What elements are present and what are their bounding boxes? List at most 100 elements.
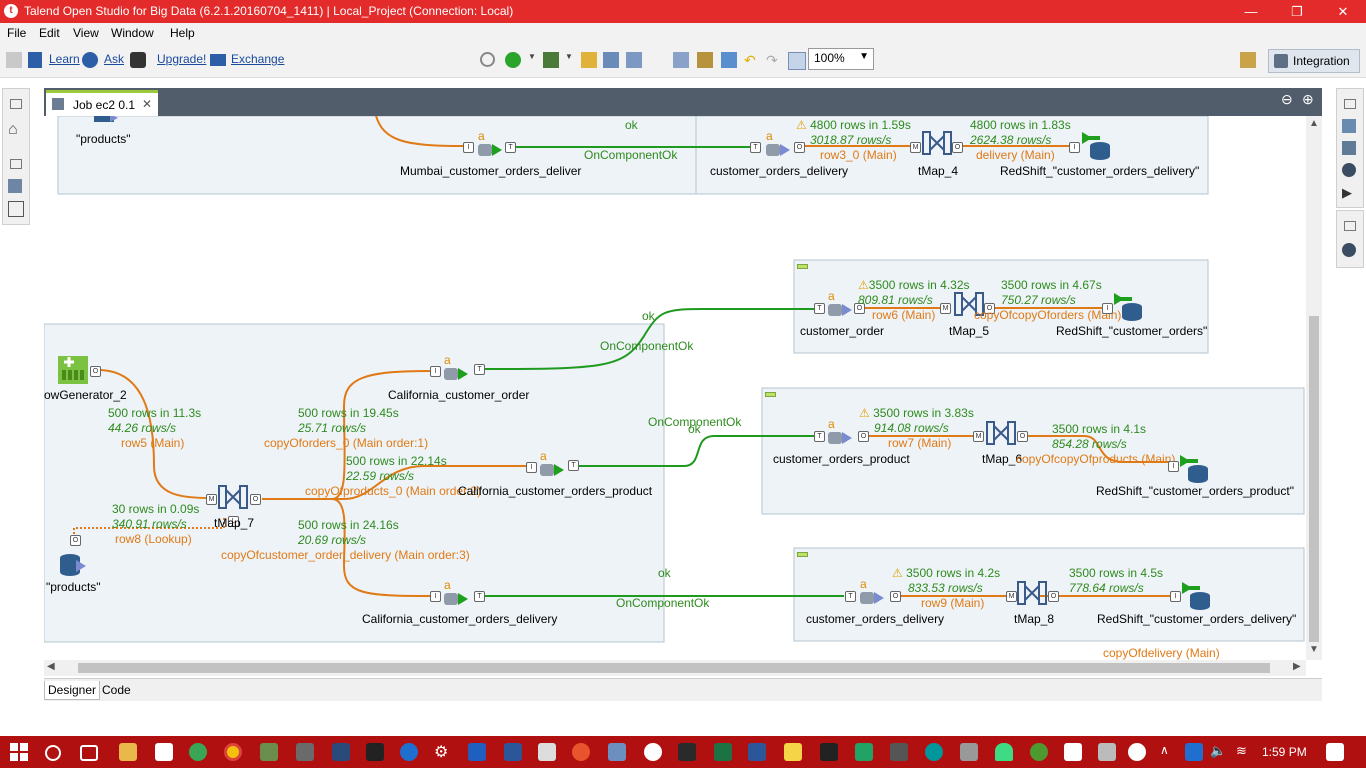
ask-link[interactable]: Ask	[104, 52, 125, 66]
sql-icon[interactable]	[538, 743, 556, 761]
app-icon[interactable]	[504, 743, 522, 761]
restore-icon[interactable]	[10, 159, 22, 169]
start-windows-icon[interactable]	[10, 743, 28, 761]
row-generator-component[interactable]	[58, 356, 88, 384]
app-icon[interactable]	[678, 743, 696, 761]
output-port[interactable]: O	[854, 303, 865, 314]
cart-icon[interactable]	[210, 54, 226, 66]
app-icon[interactable]	[1064, 743, 1082, 761]
undo-icon[interactable]: ↶	[744, 52, 756, 68]
main-port[interactable]: M	[206, 494, 217, 505]
save-icon[interactable]	[6, 52, 22, 68]
app-icon[interactable]	[189, 743, 207, 761]
app-icon[interactable]	[644, 743, 662, 761]
trigger-port[interactable]: T	[568, 460, 579, 471]
scroll-down-icon[interactable]: ▼	[1309, 644, 1319, 655]
delivery-input-component[interactable]: a	[764, 129, 794, 158]
tab-job-ec2[interactable]: Job ec2 0.1 ✕	[46, 90, 158, 116]
collapse-subjob-icon[interactable]	[797, 552, 808, 557]
products-db-component[interactable]	[92, 116, 122, 138]
notifications-icon[interactable]	[1326, 743, 1344, 761]
learn-icon[interactable]	[28, 52, 42, 68]
scroll-right-icon[interactable]: ▶	[1293, 661, 1301, 672]
deploy-icon[interactable]	[543, 52, 559, 68]
zoom-select[interactable]: 100% ▼	[808, 48, 874, 70]
input-port[interactable]: I	[526, 462, 537, 473]
app-icon[interactable]	[820, 743, 838, 761]
output-port[interactable]: O	[984, 303, 995, 314]
mail-icon[interactable]	[155, 743, 173, 761]
menu-window[interactable]: Window	[111, 26, 154, 40]
trigger-port[interactable]: T	[845, 591, 856, 602]
tasks-icon[interactable]	[1342, 141, 1356, 155]
settings-icon[interactable]	[1342, 163, 1356, 177]
volume-icon[interactable]: 🔈	[1210, 743, 1227, 758]
input-port[interactable]: I	[1170, 591, 1181, 602]
navigator-icon[interactable]	[8, 201, 24, 217]
customer-orders-product-component[interactable]: a	[826, 417, 856, 446]
search-icon[interactable]	[480, 52, 495, 67]
folder-icon[interactable]	[697, 52, 713, 68]
california-products-component[interactable]	[58, 552, 88, 580]
tmap-4-component[interactable]	[922, 130, 952, 158]
edit-icon[interactable]	[581, 52, 597, 68]
tmap-5-component[interactable]	[954, 291, 984, 319]
restore-icon[interactable]	[1344, 221, 1356, 231]
trigger-port[interactable]: T	[505, 142, 516, 153]
delivery-component[interactable]: a	[858, 577, 888, 606]
app-icon[interactable]	[890, 743, 908, 761]
settings-icon[interactable]	[1342, 243, 1356, 257]
trigger-port[interactable]: T	[814, 431, 825, 442]
trigger-port[interactable]: T	[750, 142, 761, 153]
close-tab-icon[interactable]: ✕	[142, 97, 153, 111]
app-icon[interactable]	[260, 743, 278, 761]
palette-icon[interactable]	[1342, 119, 1356, 133]
app-icon[interactable]	[608, 743, 626, 761]
cmd-icon[interactable]	[366, 743, 384, 761]
open-perspective-icon[interactable]	[1240, 52, 1256, 68]
settings-icon[interactable]: ⚙	[434, 744, 449, 761]
ask-icon[interactable]	[82, 52, 98, 68]
minimize-icon[interactable]: ⊖	[1281, 91, 1293, 107]
chrome-icon[interactable]	[224, 743, 242, 761]
app-icon[interactable]	[855, 743, 873, 761]
menu-edit[interactable]: Edit	[39, 26, 60, 40]
design-canvas[interactable]: "products" a I T Mumbai_customer_orders_…	[44, 116, 1306, 660]
grid-toggle-icon[interactable]	[788, 52, 806, 70]
minimize-button[interactable]: —	[1244, 4, 1258, 19]
redshift-delivery-component[interactable]	[1180, 580, 1210, 610]
tab-code[interactable]: Code	[102, 683, 131, 697]
exchange-link[interactable]: Exchange	[231, 52, 285, 66]
outline-icon[interactable]	[8, 179, 22, 193]
tools-icon[interactable]	[603, 52, 619, 68]
search-icon[interactable]	[45, 745, 61, 761]
input-port[interactable]: I	[430, 366, 441, 377]
upgrade-link[interactable]: Upgrade!	[157, 52, 207, 66]
vertical-scroll-thumb[interactable]	[1309, 316, 1319, 642]
app-icon[interactable]	[296, 743, 314, 761]
home-icon[interactable]: ⌂	[8, 121, 18, 138]
taskbar-clock[interactable]: 1:59 PM	[1262, 745, 1307, 759]
run-view-icon[interactable]: ▶	[1342, 185, 1352, 200]
android-icon[interactable]	[995, 743, 1013, 761]
app-icon[interactable]	[1030, 743, 1048, 761]
california-product-component[interactable]: a	[538, 449, 568, 478]
close-button[interactable]: ✕	[1337, 4, 1349, 19]
california-order-component[interactable]: a	[442, 353, 472, 382]
collapse-subjob-icon[interactable]	[765, 392, 776, 397]
menu-view[interactable]: View	[73, 26, 99, 40]
arduino-icon[interactable]	[925, 743, 943, 761]
powershell-icon[interactable]	[332, 743, 350, 761]
redshift-product-component[interactable]	[1178, 453, 1208, 483]
defender-icon[interactable]	[468, 743, 486, 761]
chevron-down-icon[interactable]: ▼	[528, 52, 536, 61]
horizontal-scroll-thumb[interactable]	[78, 663, 1270, 673]
mumbai-delivery-component[interactable]: a	[476, 129, 506, 158]
learn-link[interactable]: Learn	[49, 52, 80, 66]
maximize-button[interactable]: ❐	[1291, 4, 1303, 19]
wifi-icon[interactable]: ≋	[1236, 743, 1247, 758]
input-port[interactable]: I	[463, 142, 474, 153]
main-port[interactable]: M	[1006, 591, 1017, 602]
tmap-7-component[interactable]	[218, 484, 248, 512]
app-icon[interactable]	[1098, 743, 1116, 761]
